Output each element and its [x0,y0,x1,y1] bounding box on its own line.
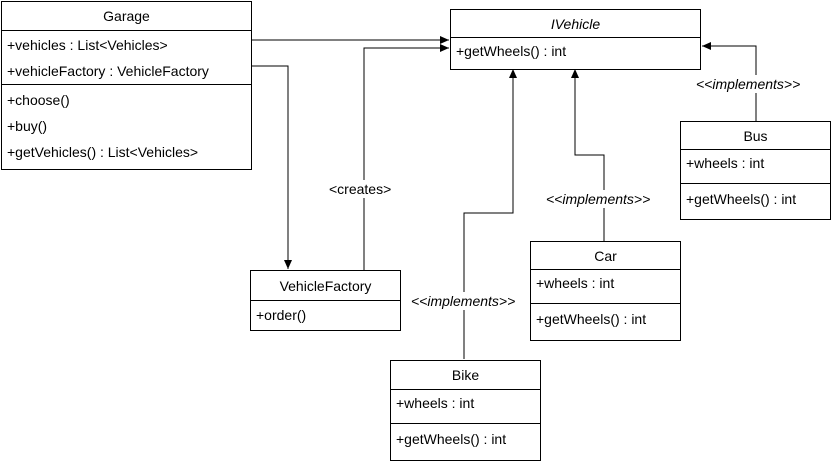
methods-section: +getWheels() : int [531,303,680,336]
vehiclefactory-creates-ivehicle-arrow [363,44,449,270]
creates-label: <creates> [327,180,394,198]
method: +buy() [7,118,48,134]
bus-implements-label: <<implements>> [694,75,803,93]
methods-section: +getWheels() : int [681,183,830,216]
car-class: Car +wheels : int +getWheels() : int [530,241,681,341]
attributes-section: +wheels : int [531,270,680,303]
attributes-section: +vehicles : List<Vehicles> +vehicleFacto… [2,31,251,84]
bus-class: Bus +wheels : int +getWheels() : int [680,121,831,220]
interface-name: IVehicle [451,10,700,38]
class-name: Bus [681,122,830,150]
method: +getWheels() : int [396,431,507,447]
method: +getWheels() : int [536,311,647,327]
method: +getWheels() : int [686,191,797,207]
attribute: +wheels : int [536,275,615,291]
method: +choose() [7,92,70,108]
method: +getVehicles() : List<Vehicles> [7,144,199,160]
attribute: +wheels : int [686,155,765,171]
garage-class: Garage +vehicles : List<Vehicles> +vehic… [1,1,252,170]
car-implements-ivehicle-arrow [571,69,605,241]
class-name: VehicleFactory [251,271,400,301]
attributes-section: +wheels : int [681,150,830,183]
methods-section: +choose() +buy() +getVehicles() : List<V… [2,84,251,169]
methods-section: +getWheels() : int [391,423,540,456]
method: +getWheels() : int [456,43,567,59]
car-implements-label: <<implements>> [544,190,653,208]
method: +order() [256,307,307,323]
methods-section: +order() [251,301,400,332]
class-name: Bike [391,361,540,390]
bike-implements-label: <<implements>> [409,292,518,310]
bike-class: Bike +wheels : int +getWheels() : int [390,360,541,461]
bike-implements-ivehicle-arrow [463,69,517,359]
class-name: Garage [2,2,251,31]
attributes-section: +wheels : int [391,390,540,423]
class-name: Car [531,242,680,270]
attribute: +vehicles : List<Vehicles> [7,37,168,53]
attribute: +wheels : int [396,395,475,411]
vehiclefactory-class: VehicleFactory +order() [250,270,401,331]
methods-section: +getWheels() : int [451,38,700,68]
garage-factory-to-vehiclefactory-arrow [251,65,292,269]
attribute: +vehicleFactory : VehicleFactory [7,63,209,79]
bus-implements-ivehicle-arrow [702,42,757,121]
ivehicle-interface: IVehicle +getWheels() : int [450,9,701,70]
